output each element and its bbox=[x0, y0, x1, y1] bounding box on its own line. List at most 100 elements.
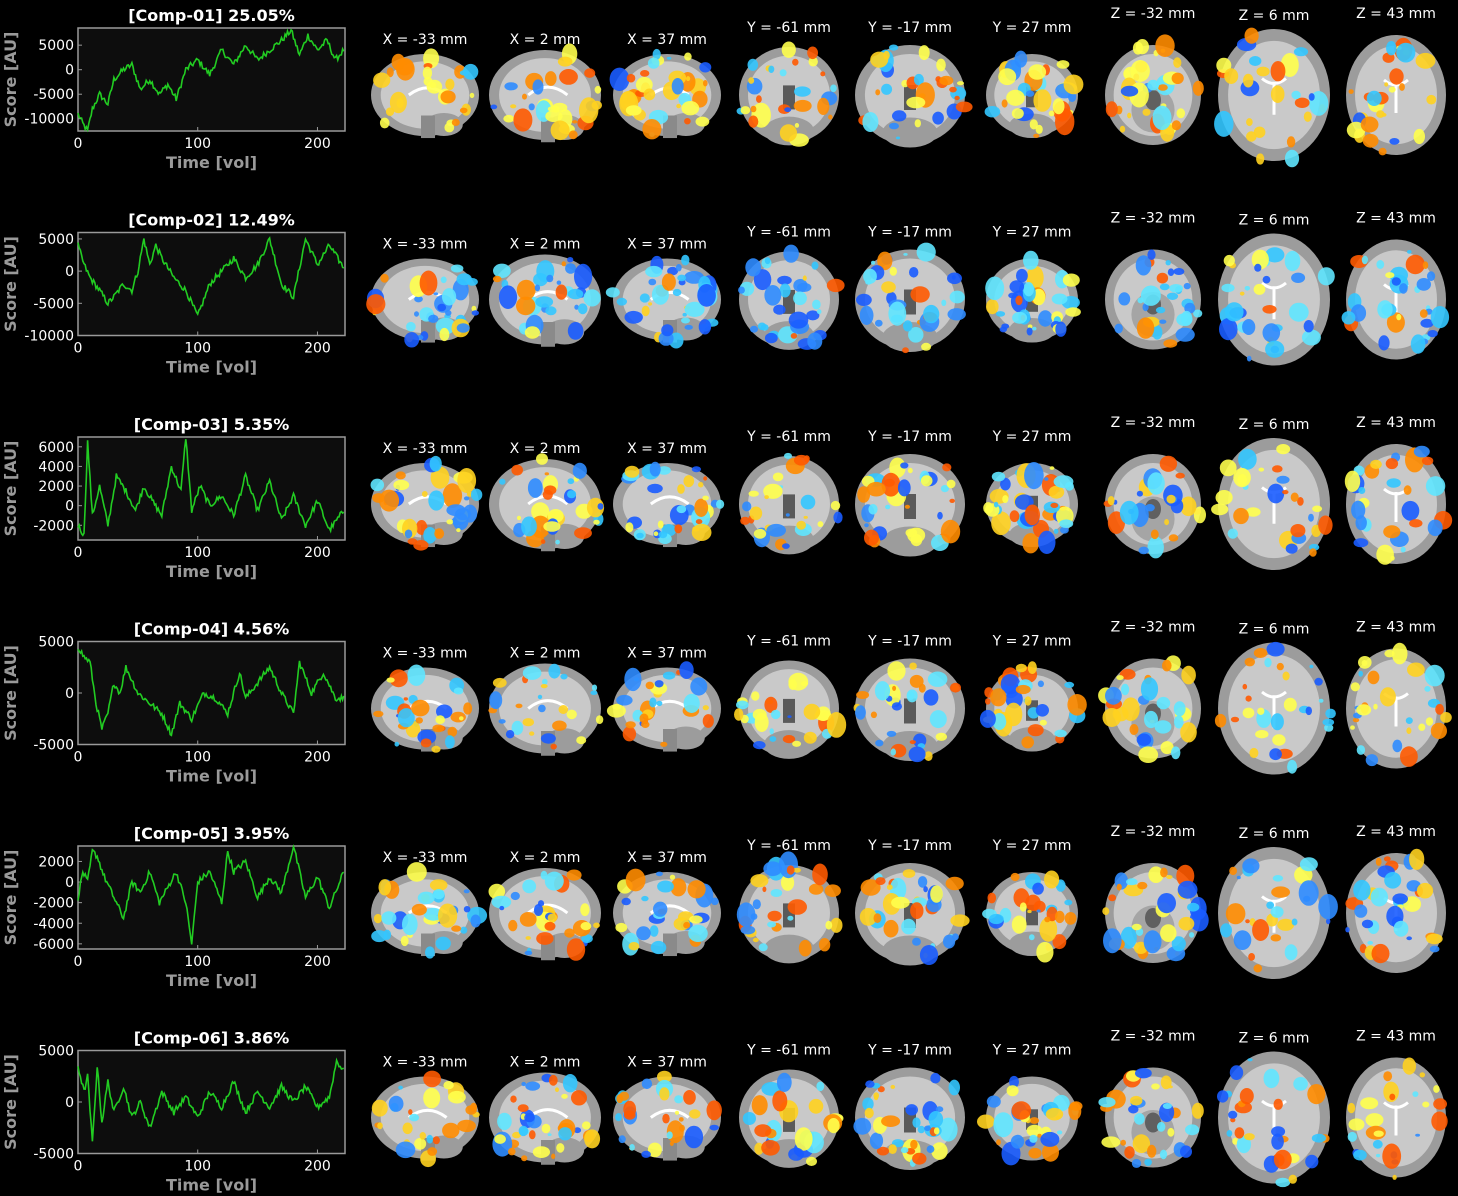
positive-activation bbox=[681, 101, 700, 116]
positive-activation bbox=[1224, 68, 1239, 84]
positive-activation bbox=[408, 1109, 413, 1115]
positive-activation bbox=[1036, 941, 1054, 963]
positive-activation bbox=[1430, 722, 1447, 740]
brain-slice-r5-c9: Z = 43 mm bbox=[1345, 824, 1446, 973]
positive-activation bbox=[1283, 697, 1297, 712]
positive-activation bbox=[379, 489, 400, 512]
positive-activation bbox=[1273, 1149, 1292, 1170]
negative-activation bbox=[833, 511, 843, 524]
negative-activation bbox=[1405, 717, 1413, 724]
positive-activation bbox=[1405, 254, 1425, 275]
negative-activation bbox=[641, 1150, 651, 1158]
negative-activation bbox=[1415, 1133, 1420, 1137]
negative-activation bbox=[986, 1095, 1001, 1108]
positive-activation bbox=[748, 77, 755, 84]
y-tick-label: 2000 bbox=[38, 854, 74, 870]
negative-activation bbox=[567, 257, 574, 263]
negative-activation bbox=[560, 673, 568, 680]
negative-activation bbox=[1044, 477, 1049, 481]
positive-activation bbox=[1160, 1075, 1172, 1090]
negative-activation bbox=[1012, 311, 1028, 324]
y-tick-label: 6000 bbox=[38, 440, 74, 456]
negative-activation bbox=[710, 897, 719, 906]
brain-slice-r6-c4: Y = -61 mm bbox=[739, 1043, 844, 1168]
y-tick-label: -10000 bbox=[24, 329, 74, 345]
y-axis-label: Score [AU] bbox=[1, 441, 20, 537]
positive-activation bbox=[1006, 1085, 1019, 1097]
positive-activation bbox=[1120, 1139, 1126, 1146]
negative-activation bbox=[605, 287, 620, 298]
positive-activation bbox=[1173, 57, 1182, 68]
positive-activation bbox=[702, 705, 709, 711]
slice-label: Y = -61 mm bbox=[746, 225, 831, 241]
negative-activation bbox=[1358, 670, 1363, 677]
negative-activation bbox=[985, 276, 1005, 301]
positive-activation bbox=[830, 917, 843, 933]
negative-activation bbox=[908, 327, 924, 343]
negative-activation bbox=[1345, 927, 1350, 933]
positive-activation bbox=[876, 1146, 890, 1156]
negative-activation bbox=[1265, 340, 1285, 358]
positive-activation bbox=[1435, 703, 1444, 715]
negative-activation bbox=[1246, 355, 1252, 362]
negative-activation bbox=[573, 1127, 582, 1134]
positive-activation bbox=[566, 869, 582, 881]
positive-activation bbox=[703, 476, 708, 481]
positive-activation bbox=[695, 519, 703, 525]
positive-activation bbox=[1158, 84, 1168, 91]
negative-activation bbox=[1144, 1158, 1152, 1167]
y-tick-label: -5000 bbox=[33, 1147, 74, 1163]
positive-activation bbox=[1360, 1097, 1379, 1110]
negative-activation bbox=[868, 504, 878, 515]
negative-activation bbox=[900, 462, 909, 469]
y-axis-label: Score [AU] bbox=[1, 850, 20, 946]
negative-activation bbox=[1217, 1090, 1229, 1103]
negative-activation bbox=[371, 930, 388, 943]
brain-slice-r6-c7: Z = -32 mm bbox=[1098, 1029, 1204, 1168]
negative-activation bbox=[1121, 683, 1130, 696]
negative-activation bbox=[1159, 283, 1170, 291]
negative-activation bbox=[624, 310, 643, 324]
positive-activation bbox=[860, 879, 881, 896]
positive-activation bbox=[420, 738, 432, 748]
plot-area bbox=[77, 27, 346, 132]
negative-activation bbox=[1271, 1126, 1286, 1137]
positive-activation bbox=[1239, 291, 1245, 296]
positive-activation bbox=[547, 106, 558, 112]
positive-activation bbox=[431, 745, 441, 753]
negative-activation bbox=[778, 851, 799, 879]
positive-activation bbox=[1019, 902, 1027, 912]
negative-activation bbox=[657, 466, 671, 475]
negative-activation bbox=[616, 694, 633, 706]
positive-activation bbox=[1392, 1174, 1397, 1180]
positive-activation bbox=[1166, 875, 1173, 879]
positive-activation bbox=[781, 874, 795, 891]
positive-activation bbox=[1225, 903, 1246, 925]
brain-slice-r3-c8: Z = 6 mm bbox=[1211, 417, 1333, 570]
positive-activation bbox=[792, 740, 802, 747]
negative-activation bbox=[1317, 267, 1335, 286]
positive-activation bbox=[469, 92, 475, 99]
corpus-callosum bbox=[527, 903, 569, 915]
positive-activation bbox=[432, 724, 445, 733]
brain-slice-r1-c3: X = 37 mm bbox=[609, 32, 721, 140]
negative-activation bbox=[1060, 526, 1069, 534]
positive-activation bbox=[411, 903, 427, 916]
negative-activation bbox=[394, 741, 400, 747]
negative-activation bbox=[926, 1145, 935, 1153]
negative-activation bbox=[916, 242, 936, 262]
negative-activation bbox=[742, 1112, 757, 1125]
positive-activation bbox=[395, 471, 406, 480]
positive-activation bbox=[540, 684, 548, 689]
negative-activation bbox=[499, 478, 506, 485]
positive-activation bbox=[1026, 1124, 1043, 1137]
positive-activation bbox=[1419, 1072, 1426, 1078]
positive-activation bbox=[662, 1113, 670, 1124]
positive-activation bbox=[463, 702, 473, 715]
negative-activation bbox=[429, 455, 442, 472]
negative-activation bbox=[1284, 250, 1301, 272]
positive-activation bbox=[1167, 1127, 1175, 1137]
negative-activation bbox=[562, 1074, 578, 1093]
negative-activation bbox=[497, 1112, 512, 1131]
negative-activation bbox=[657, 880, 674, 893]
